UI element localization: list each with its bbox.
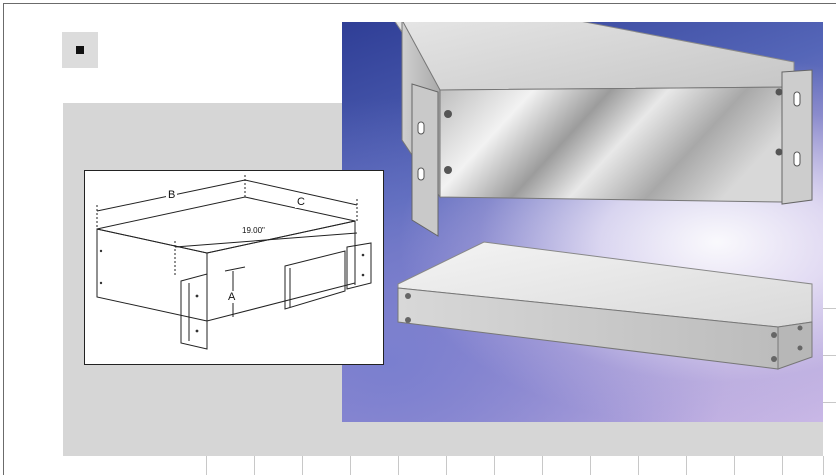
grid-line — [734, 456, 735, 475]
large-enclosure — [394, 22, 813, 237]
grid-line — [350, 456, 351, 475]
grid-line — [823, 355, 836, 356]
page-frame — [3, 3, 836, 475]
product-photo — [342, 22, 823, 422]
enclosures-illustration — [394, 22, 813, 370]
grid-line — [686, 456, 687, 475]
label-width-19: 19.00" — [241, 226, 266, 236]
grid-line — [398, 456, 399, 475]
grid-line — [446, 456, 447, 475]
grid-line — [823, 402, 836, 403]
grid-line — [823, 308, 836, 309]
grid-line — [254, 456, 255, 475]
grid-line — [638, 456, 639, 475]
bullet-box — [62, 32, 98, 68]
label-c: C — [295, 196, 307, 208]
square-bullet-icon — [76, 46, 84, 54]
grid-line — [590, 456, 591, 475]
dimension-drawing — [84, 170, 384, 365]
grid-line — [206, 456, 207, 475]
table-grid-strip — [206, 456, 836, 475]
slim-enclosure — [397, 241, 813, 370]
grid-line — [542, 456, 543, 475]
grid-line — [302, 456, 303, 475]
grid-line — [782, 456, 783, 475]
label-b: B — [166, 189, 178, 201]
grid-line — [494, 456, 495, 475]
label-a: A — [226, 291, 238, 303]
grid-line — [823, 456, 824, 475]
